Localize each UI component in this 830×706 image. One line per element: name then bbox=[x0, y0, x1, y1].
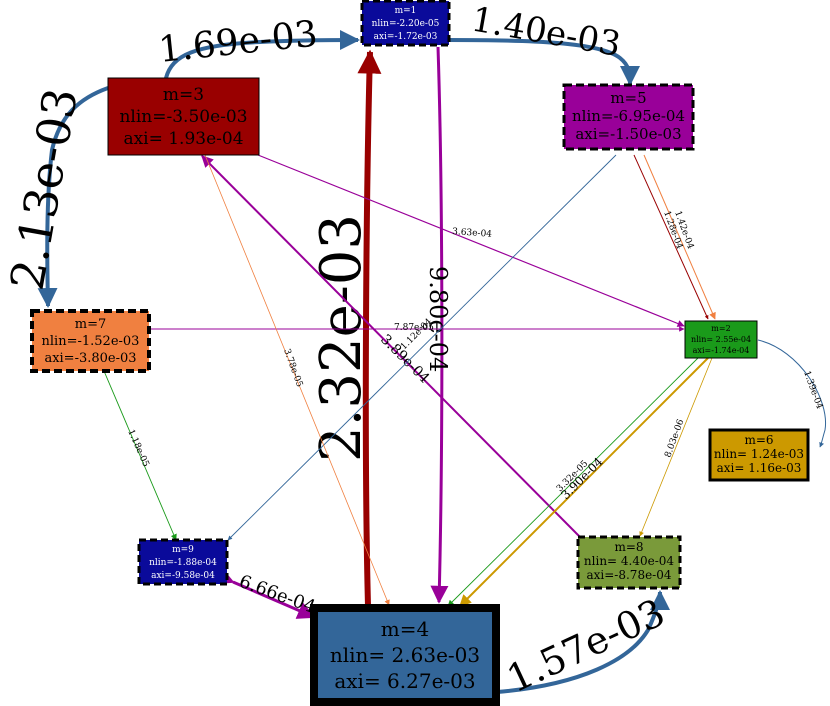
node-m8-box bbox=[576, 535, 682, 590]
edge-4-to-1: 2.32e-03 bbox=[309, 49, 382, 607]
node-m8: m=8 nlin= 4.40e-04 axi=-8.78e-04 bbox=[576, 535, 682, 590]
edge-9-to-4-label: 6.66e-04 bbox=[236, 571, 318, 618]
edge-7-to-9: 1.18e-05 bbox=[103, 370, 177, 541]
node-m9-axi: axi=-9.58e-04 bbox=[151, 571, 215, 581]
edge-7-to-2-label: 7.87e-05 bbox=[394, 323, 434, 333]
node-m3-name: m=3 bbox=[163, 85, 204, 105]
node-m7: m=7 nlin=-1.52e-03 axi=-3.80e-03 bbox=[30, 309, 151, 373]
edge-7-to-9-label: 1.18e-05 bbox=[125, 428, 150, 469]
edge-1-to-5: 1.40e-03 bbox=[447, 0, 640, 86]
edge-1-to-4: 9.80e-04 bbox=[424, 46, 452, 604]
node-m3-box bbox=[107, 77, 260, 156]
node-m1-name: m=1 bbox=[395, 6, 417, 16]
node-m4-axi: axi= 6.27e-03 bbox=[334, 669, 475, 693]
node-m6-nlin: nlin= 1.24e-03 bbox=[714, 447, 804, 461]
node-m3-axi: axi= 1.93e-04 bbox=[123, 129, 243, 149]
edge-9-to-4: 6.66e-04 bbox=[214, 567, 318, 619]
node-m7-nlin: nlin=-1.52e-03 bbox=[42, 334, 140, 349]
node-m2-box bbox=[684, 320, 758, 359]
edge-3-to-2-label: 3.63e-04 bbox=[452, 227, 493, 240]
node-m4: m=4 nlin= 2.63e-03 axi= 6.27e-03 bbox=[310, 604, 500, 706]
node-m6-name: m=6 bbox=[744, 433, 773, 447]
node-m8-name: m=8 bbox=[614, 540, 643, 554]
node-m5: m=5 nlin=-6.95e-04 axi=-1.50e-03 bbox=[562, 83, 695, 151]
node-m9-box bbox=[137, 538, 229, 586]
edge-1-to-5-label: 1.40e-03 bbox=[468, 0, 623, 65]
node-m4-nlin: nlin= 2.63e-03 bbox=[330, 643, 480, 667]
node-m7-box bbox=[30, 309, 151, 373]
edge-5-to-9: 1.12e-04 bbox=[227, 154, 617, 541]
node-m5-nlin: nlin=-6.95e-04 bbox=[572, 107, 685, 125]
edge-8-to-3: 3.89e-04 bbox=[201, 155, 581, 538]
node-m4-name: m=4 bbox=[381, 617, 429, 641]
node-m9-nlin: nlin=-1.88e-04 bbox=[149, 558, 217, 568]
edge-2-to-8: 8.03e-06 bbox=[639, 357, 713, 537]
edge-4-to-8: 1.57e-03 bbox=[496, 590, 671, 701]
edge-7-to-2: 7.87e-05 bbox=[150, 323, 685, 333]
node-m1-axi: axi=-1.72e-03 bbox=[374, 32, 438, 42]
edge-3-to-1-label: 1.69e-03 bbox=[157, 14, 320, 71]
node-m1: m=1 nlin=-2.20e-05 axi=-1.72e-03 bbox=[360, 0, 451, 47]
node-m3-nlin: nlin=-3.50e-03 bbox=[119, 107, 247, 127]
node-m5-box bbox=[562, 83, 695, 151]
node-m1-box bbox=[360, 0, 451, 47]
node-m9-name: m=9 bbox=[172, 545, 194, 555]
edge-3-to-7-label: 2.13e-03 bbox=[0, 84, 88, 294]
node-m2-nlin: nlin= 2.55e-04 bbox=[691, 335, 751, 344]
edge-2-to-6-label: 1.39e-04 bbox=[801, 370, 824, 411]
edge-3-to-7: 2.13e-03 bbox=[0, 84, 109, 308]
node-m5-name: m=5 bbox=[610, 89, 646, 107]
node-m8-axi: axi=-8.78e-04 bbox=[586, 568, 671, 582]
node-m2: m=2 nlin= 2.55e-04 axi=-1.74e-04 bbox=[684, 320, 758, 359]
edge-5-to-2-red: 1.28e-04 bbox=[633, 154, 709, 320]
node-m2-axi: axi=-1.74e-04 bbox=[693, 346, 750, 355]
node-m6-box bbox=[708, 428, 810, 482]
node-m9: m=9 nlin=-1.88e-04 axi=-9.58e-04 bbox=[137, 538, 229, 586]
node-m3: m=3 nlin=-3.50e-03 axi= 1.93e-04 bbox=[107, 77, 260, 156]
edge-2-to-8-label: 8.03e-06 bbox=[663, 418, 686, 459]
edge-3-to-2: 3.63e-04 bbox=[257, 154, 685, 327]
edge-3-to-1: 1.69e-03 bbox=[157, 14, 360, 79]
edge-3-to-4-label: 3.78e-05 bbox=[281, 348, 304, 389]
node-m7-axi: axi=-3.80e-03 bbox=[44, 351, 136, 366]
edge-4-to-8-label: 1.57e-03 bbox=[500, 590, 671, 701]
node-m8-nlin: nlin= 4.40e-04 bbox=[584, 554, 675, 568]
node-m5-axi: axi=-1.50e-03 bbox=[575, 125, 681, 143]
node-m6: m=6 nlin= 1.24e-03 axi= 1.16e-03 bbox=[708, 428, 810, 482]
node-m1-nlin: nlin=-2.20e-05 bbox=[372, 19, 440, 29]
node-m6-axi: axi= 1.16e-03 bbox=[717, 461, 802, 475]
node-m2-name: m=2 bbox=[711, 324, 730, 333]
edge-1-to-4-label: 9.80e-04 bbox=[424, 266, 452, 372]
edge-4-to-1-label: 2.32e-03 bbox=[309, 214, 374, 462]
node-m4-box bbox=[310, 604, 500, 706]
node-m7-name: m=7 bbox=[75, 317, 107, 332]
